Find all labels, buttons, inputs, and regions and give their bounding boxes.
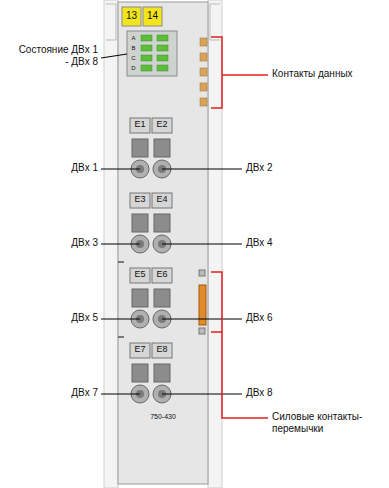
led-letter: D xyxy=(128,65,139,72)
callout-brackets xyxy=(211,37,268,418)
jumper-contact xyxy=(199,270,205,276)
input-label: ДВх 4 xyxy=(246,237,306,249)
input-label: ДВх 7 xyxy=(38,387,98,399)
terminal-number: E6 xyxy=(152,269,172,279)
terminal-number: E3 xyxy=(130,194,150,204)
separator xyxy=(118,261,124,263)
input-label: ДВх 2 xyxy=(246,162,306,174)
input-label: ДВх 1 xyxy=(38,162,98,174)
status-leds xyxy=(141,35,168,71)
terminal-number: E1 xyxy=(130,119,150,129)
terminal-rows xyxy=(130,118,172,403)
marker-box xyxy=(122,7,141,26)
led-letter: C xyxy=(128,55,139,62)
marker-box xyxy=(143,7,162,26)
terminal-number: E7 xyxy=(130,344,150,354)
jumper-contact xyxy=(199,328,205,334)
terminal-number: E5 xyxy=(130,269,150,279)
marker-number: 13 xyxy=(122,10,141,22)
led-letter: B xyxy=(128,45,139,52)
input-label: ДВх 6 xyxy=(246,312,306,324)
part-number: 750-430 xyxy=(121,413,205,421)
input-label: ДВх 8 xyxy=(246,387,306,399)
status-label: Состояние ДВх 1 - ДВх 8 xyxy=(14,44,98,67)
module-body xyxy=(118,2,208,484)
callout-label: Контакты данных xyxy=(272,68,382,80)
marker-number: 14 xyxy=(143,10,162,22)
input-label: ДВх 3 xyxy=(38,237,98,249)
terminal-number: E4 xyxy=(152,194,172,204)
callout-label: Силовые контакты-перемычки xyxy=(272,411,384,434)
terminal-number: E8 xyxy=(152,344,172,354)
led-panel xyxy=(127,31,177,76)
input-label: ДВх 5 xyxy=(38,312,98,324)
rail-clip xyxy=(210,4,220,40)
led-letter: A xyxy=(128,35,139,42)
separator xyxy=(118,336,124,338)
terminal-number: E2 xyxy=(152,119,172,129)
leader-lines xyxy=(101,54,242,394)
data-contacts xyxy=(200,38,207,106)
rail-clip xyxy=(106,4,116,40)
